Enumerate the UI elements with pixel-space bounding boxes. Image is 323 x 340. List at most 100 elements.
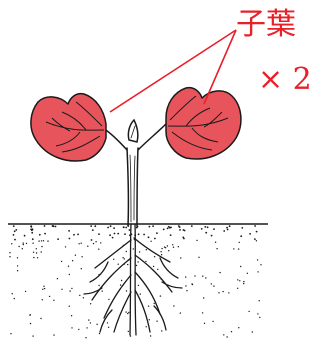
soil-dot	[26, 243, 27, 244]
stem	[100, 120, 168, 226]
soil-dot	[223, 230, 225, 232]
soil-dot	[14, 298, 15, 299]
soil-dot	[146, 249, 147, 250]
soil-dot	[212, 321, 213, 322]
soil-dot	[53, 334, 54, 335]
soil-dot	[133, 248, 134, 249]
soil-dot	[204, 226, 206, 228]
soil-dot	[160, 251, 161, 252]
soil-dot	[140, 293, 141, 294]
soil-dot	[42, 289, 43, 290]
soil-dot	[79, 295, 80, 296]
soil-dot	[24, 235, 26, 237]
soil-dot	[164, 246, 165, 247]
soil-dot	[33, 252, 34, 253]
soil-dot	[219, 272, 220, 273]
soil-dot	[222, 291, 223, 292]
cotyledon-right	[166, 88, 241, 159]
soil-dot	[98, 285, 99, 286]
soil-dot	[180, 312, 181, 313]
soil-dot	[113, 259, 114, 260]
soil-dot	[126, 290, 127, 291]
soil-dot	[55, 226, 57, 228]
soil-dot	[150, 241, 151, 242]
soil-dot	[204, 323, 205, 324]
soil-dot	[107, 227, 109, 229]
soil-dot	[18, 246, 19, 247]
soil-dot	[43, 240, 44, 241]
soil-dot	[172, 244, 173, 245]
soil-dot	[44, 225, 46, 227]
soil-dot	[163, 229, 165, 231]
soil-dot	[168, 226, 170, 228]
soil-dot	[49, 296, 50, 297]
soil-dot	[205, 277, 206, 278]
soil-dot	[125, 227, 127, 229]
cotyledon-label: 子葉	[236, 10, 296, 40]
soil-dot	[194, 275, 195, 276]
soil-dot	[57, 238, 59, 240]
soil-dot	[233, 248, 234, 249]
soil-dot	[256, 240, 257, 241]
soil-dot	[257, 259, 258, 260]
soil-dot	[138, 233, 140, 235]
soil-dot	[53, 300, 54, 301]
soil-dot	[61, 261, 62, 262]
soil-dot	[102, 290, 103, 291]
soil-dot	[179, 229, 181, 231]
soil-dot	[113, 227, 115, 229]
soil-dot	[31, 226, 33, 228]
soil-dot	[73, 234, 75, 236]
soil-dot	[213, 228, 215, 230]
soil-dot	[243, 281, 244, 282]
soil-dot	[223, 334, 224, 335]
soil-dot	[207, 226, 209, 228]
soil-dot	[243, 283, 244, 284]
soil-dot	[238, 248, 239, 249]
soil-dot	[40, 318, 41, 319]
soil-dot	[127, 264, 128, 265]
soil-dot	[108, 299, 109, 300]
soil-dot	[226, 227, 228, 229]
soil-dot	[161, 248, 162, 249]
soil-dot	[241, 227, 243, 229]
soil-dot	[69, 290, 70, 291]
soil-dot	[257, 271, 258, 272]
soil-dot	[152, 225, 154, 227]
soil-dot	[61, 289, 62, 290]
soil-dot	[41, 240, 42, 241]
soil-dot	[36, 252, 37, 253]
soil-dot	[81, 268, 82, 269]
soil-dot	[42, 299, 43, 300]
soil-dot	[213, 285, 214, 286]
root-system	[84, 224, 182, 335]
soil-dot	[23, 244, 24, 245]
soil-dot	[156, 232, 158, 234]
cotyledon-left	[31, 94, 106, 161]
soil-dot	[33, 257, 34, 258]
soil-dot	[14, 239, 16, 241]
soil-dot	[90, 322, 91, 323]
soil-dot	[237, 288, 238, 289]
soil-dot	[145, 261, 146, 262]
soil-dot	[148, 306, 149, 307]
soil-dot	[247, 273, 248, 274]
soil-dot	[124, 258, 125, 259]
soil-dot	[260, 264, 261, 265]
soil-dot	[78, 329, 79, 330]
soil-dot	[161, 330, 162, 331]
soil-dot	[154, 303, 155, 304]
soil-dot	[29, 315, 30, 316]
soil-dot	[37, 257, 38, 258]
soil-dot	[154, 238, 156, 240]
soil-dot	[123, 227, 125, 229]
soil-dot	[57, 278, 58, 279]
soil-dot	[231, 331, 232, 332]
soil-dot	[259, 317, 260, 318]
soil-dot	[99, 333, 100, 334]
soil-dot	[30, 323, 31, 324]
soil-dot	[191, 283, 192, 284]
soil-dot	[254, 238, 256, 240]
soil-dot	[168, 250, 169, 251]
soil-dot	[15, 229, 17, 231]
